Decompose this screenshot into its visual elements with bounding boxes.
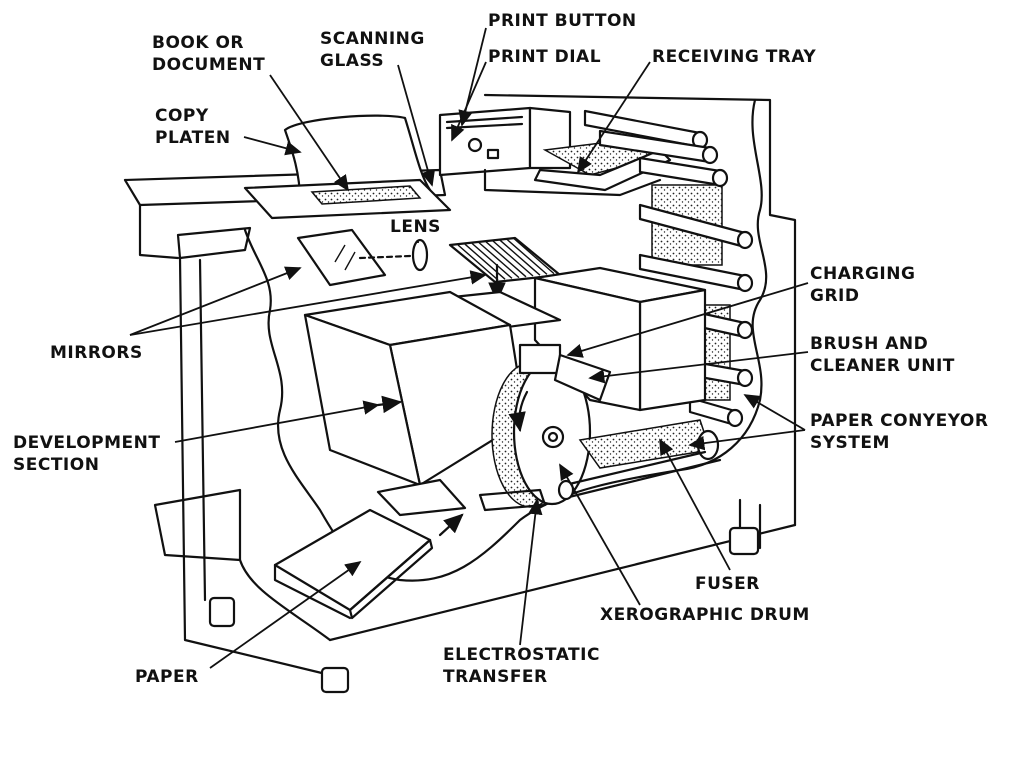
conveyor-roller-end bbox=[726, 408, 744, 428]
label-xerographic-drum: XEROGRAPHIC DRUM bbox=[600, 605, 810, 625]
paper-conveyor-rollers bbox=[583, 109, 754, 428]
conveyor-roller-end bbox=[736, 368, 754, 388]
label-receiving-tray: RECEIVING TRAY bbox=[652, 47, 817, 67]
mirror-grid-line bbox=[457, 244, 499, 281]
mirror-grid-line bbox=[464, 243, 506, 280]
label-electrostatic-transfer: ELECTROSTATIC TRANSFER bbox=[443, 645, 600, 687]
label-charging-grid: CHARGING GRID bbox=[810, 264, 916, 306]
optics bbox=[296, 228, 562, 303]
mirror-grid-line bbox=[492, 240, 534, 277]
conveyor-roller-end bbox=[736, 320, 754, 340]
label-brush-cleaner-unit: BRUSH AND CLEANER UNIT bbox=[810, 334, 955, 376]
label-paper: PAPER bbox=[135, 667, 199, 687]
paper-stack bbox=[273, 478, 467, 620]
label-print-dial: PRINT DIAL bbox=[488, 47, 602, 67]
label-mirrors: MIRRORS bbox=[50, 343, 143, 363]
leader-lines bbox=[129, 27, 809, 669]
conveyor-roller-end bbox=[711, 168, 729, 188]
conveyor-roller-end bbox=[736, 273, 754, 293]
label-scanning-glass: SCANNING GLASS bbox=[320, 29, 425, 71]
label-paper-conveyor-system: PAPER CONYEYOR SYSTEM bbox=[810, 411, 989, 453]
xerographic-drum bbox=[491, 343, 612, 508]
development-section bbox=[303, 290, 527, 487]
mirror-grid-line bbox=[499, 239, 541, 276]
fuser-assembly bbox=[478, 419, 722, 512]
label-lens: LENS bbox=[390, 217, 441, 237]
mirror-grid-line bbox=[471, 242, 513, 279]
mirror-grid-line bbox=[478, 242, 520, 279]
label-copy-platen: COPY PLATEN bbox=[155, 106, 231, 148]
mirror-grid-line bbox=[513, 238, 555, 275]
copy-platen bbox=[243, 114, 452, 220]
conveyor-roller-end bbox=[701, 145, 719, 165]
label-fuser: FUSER bbox=[695, 574, 760, 594]
mirror-grid-line bbox=[485, 241, 527, 278]
label-book-or-document: BOOK OR DOCUMENT bbox=[152, 33, 266, 75]
mirror-grid-line bbox=[506, 238, 548, 275]
label-print-button: PRINT BUTTON bbox=[488, 11, 637, 31]
label-development-section: DEVELOPMENT SECTION bbox=[13, 433, 161, 475]
conveyor-roller-end bbox=[736, 230, 754, 250]
